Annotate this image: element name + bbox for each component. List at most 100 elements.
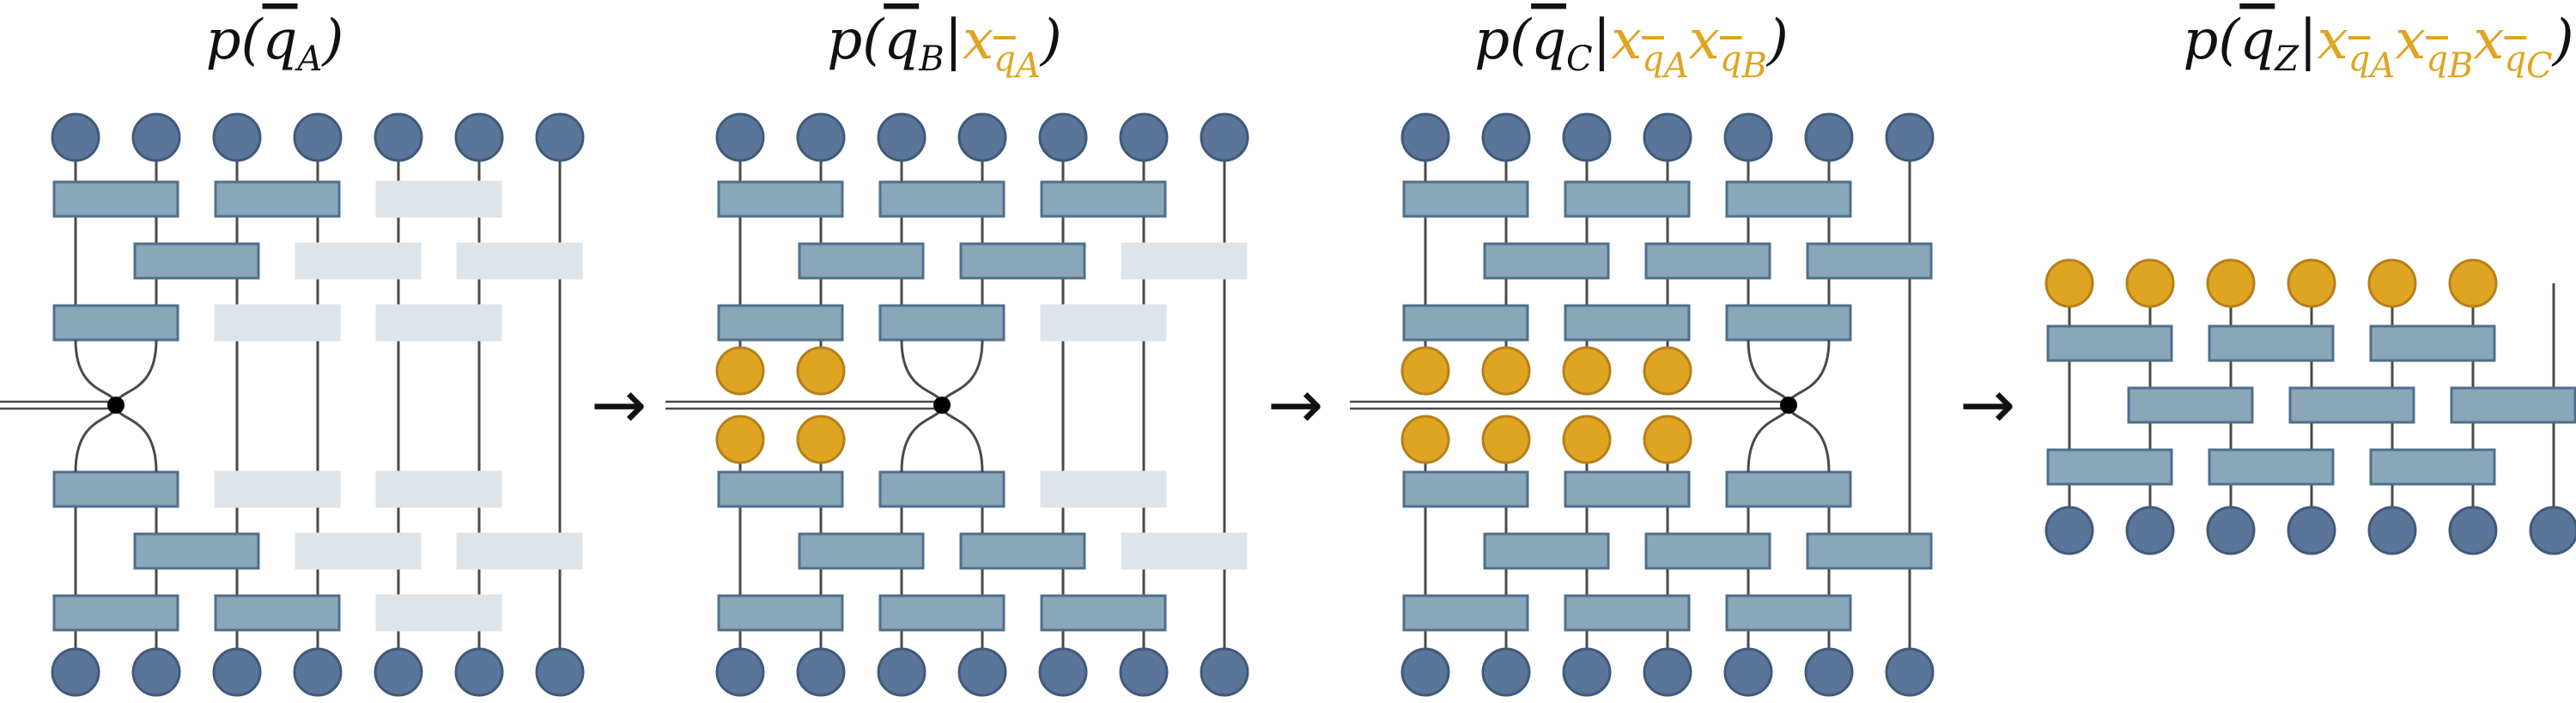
contraction-vertex: [1780, 397, 1797, 414]
title-suffix: ): [320, 9, 343, 72]
title-separator: |: [1593, 9, 1612, 72]
gate: [798, 242, 925, 280]
title-variable-subscript: Z: [2273, 39, 2300, 79]
qubit-top: [454, 112, 504, 162]
contraction-curve: [940, 404, 984, 473]
gate: [1564, 470, 1691, 508]
faded-gate: [1121, 532, 1248, 570]
qubit-bottom: [715, 647, 765, 697]
qubit-top: [51, 112, 100, 162]
qubit-bottom: [1038, 647, 1088, 697]
condition-variable: x: [2318, 9, 2348, 72]
arrow-glyph: →: [1267, 367, 1323, 444]
gate: [2127, 386, 2254, 424]
title-prefix: p(: [206, 9, 264, 72]
condition-subsubscript: A: [2366, 46, 2395, 86]
measured-qubit-bottom: [1562, 415, 1612, 464]
gate: [52, 470, 179, 508]
qubit-bottom: [2044, 506, 2094, 555]
panel-titles: p(qA)p(qB|xqA)p(qC|xqAxqB)p(qZ|xqAxqBxqC…: [206, 9, 2574, 86]
qubit-bottom: [293, 647, 343, 697]
qubit-bottom: [796, 647, 846, 697]
title-variable-subscript: B: [918, 39, 944, 79]
gate: [52, 594, 179, 632]
faded-gate: [375, 304, 502, 342]
arrow-glyph: →: [591, 367, 647, 444]
gate: [1564, 594, 1691, 632]
contraction-vertex: [107, 397, 125, 414]
faded-gate: [214, 470, 341, 508]
condition-subsubscript: C: [2526, 46, 2553, 86]
gate: [959, 532, 1086, 570]
gate: [1402, 594, 1529, 632]
qubit-top: [877, 112, 927, 162]
condition-subscript: q: [1720, 39, 1742, 79]
qubit-bottom: [51, 647, 100, 697]
qubit-bottom: [1119, 647, 1169, 697]
circuit-panel: [665, 112, 1249, 697]
faded-gate: [214, 304, 341, 342]
contraction-curve: [74, 339, 118, 406]
qubit-top: [1400, 112, 1450, 162]
qubit-bottom: [2529, 506, 2576, 555]
qubit-bottom: [1562, 647, 1612, 697]
qubit-bottom: [1481, 647, 1531, 697]
gate: [717, 594, 844, 632]
faded-gate: [1040, 304, 1167, 342]
qubit-bottom: [535, 647, 585, 697]
condition-variable: x: [963, 9, 993, 72]
qubit-top: [1885, 112, 1935, 162]
contraction-curve: [900, 339, 944, 406]
condition-subsubscript: B: [2447, 46, 2473, 86]
qubit-bottom: [877, 647, 927, 697]
qubit-top: [1804, 112, 1854, 162]
gate: [1725, 180, 1852, 218]
qubit-bottom: [454, 647, 504, 697]
gate: [798, 532, 925, 570]
title-variable-subscript: C: [1566, 39, 1593, 79]
gate: [878, 304, 1005, 342]
faded-gate: [295, 242, 422, 280]
condition-subscript: q: [2426, 39, 2448, 79]
contraction-curve: [1787, 339, 1831, 406]
circuit-panel-final: [2044, 258, 2576, 555]
gate: [214, 594, 341, 632]
condition-subscript: q: [1642, 39, 1664, 79]
gate: [52, 304, 179, 342]
gate: [1483, 532, 1610, 570]
gate: [717, 180, 844, 218]
contraction-curve: [114, 339, 158, 406]
title-suffix: ): [1039, 9, 1062, 72]
qubit-top: [374, 112, 423, 162]
condition-variable: x: [2395, 9, 2426, 72]
measured-qubit: [2206, 258, 2256, 308]
panel-title: p(qA): [206, 9, 344, 79]
measured-qubit-bottom: [715, 415, 765, 464]
qubit-bottom: [2125, 506, 2175, 555]
title-suffix: ): [2551, 9, 2574, 72]
gate: [1564, 180, 1691, 218]
gate: [1402, 180, 1529, 218]
circuit-panel: [1350, 112, 1935, 697]
qubit-bottom: [1885, 647, 1935, 697]
qubit-top: [1643, 112, 1692, 162]
circuit-panel: [0, 112, 585, 697]
qubit-top: [1200, 112, 1249, 162]
title-variable-subscript: A: [295, 39, 323, 79]
contraction-vertex: [933, 397, 951, 414]
qubit-bottom: [2448, 506, 2498, 555]
gate: [1402, 470, 1529, 508]
measured-qubit-top: [796, 346, 846, 396]
title-suffix: ): [1765, 9, 1789, 72]
gate: [1483, 242, 1610, 280]
gate: [2046, 324, 2173, 362]
qubit-bottom: [2206, 506, 2256, 555]
faded-gate: [1040, 470, 1167, 508]
condition-subsubscript: B: [1741, 46, 1767, 86]
gate: [717, 304, 844, 342]
gate: [2208, 448, 2335, 486]
gate: [133, 532, 260, 570]
gate: [1725, 304, 1852, 342]
qubit-top: [293, 112, 343, 162]
